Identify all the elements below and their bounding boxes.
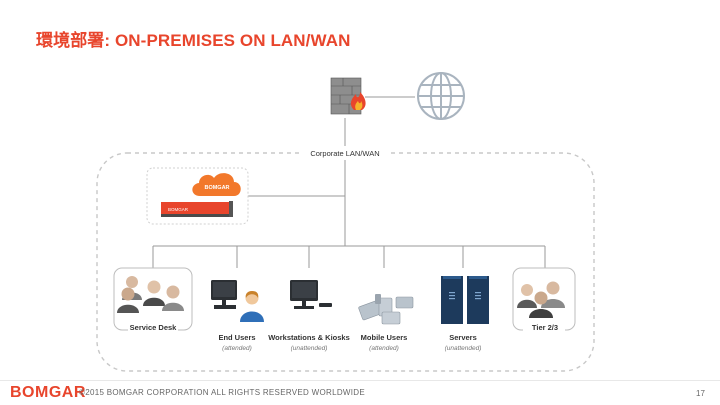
connector-lines	[152, 96, 546, 268]
footer-divider	[0, 380, 720, 381]
node-sublabel-workstations: (unattended)	[291, 345, 328, 352]
end-users-icon	[211, 280, 264, 322]
bomgar-appliance: BOMGAR BOMGAR	[146, 167, 249, 225]
node-label-workstations: Workstations & Kiosks	[268, 333, 350, 342]
network-diagram: Corporate LAN/WAN BOMGAR BOMGAR	[96, 72, 595, 372]
svg-text:BOMGAR: BOMGAR	[204, 185, 229, 191]
firewall-icon	[330, 77, 366, 115]
node-sublabel-mobile-users: (attended)	[369, 345, 399, 352]
node-label-tier-2-3: Tier 2/3	[532, 323, 558, 332]
node-label-service-desk: Service Desk	[130, 323, 178, 332]
node-label-mobile-users: Mobile Users	[361, 333, 408, 342]
svg-text:BOMGAR: BOMGAR	[168, 207, 189, 212]
page-number: 17	[696, 389, 705, 398]
servers-icon	[441, 276, 489, 324]
workstation-icon	[290, 280, 332, 309]
footer-logo: BOMGAR	[10, 384, 86, 401]
page-title: 環境部署: ON-PREMISES ON LAN/WAN	[36, 31, 351, 50]
cloud-icon: BOMGAR	[192, 173, 241, 196]
node-sublabel-servers: (unattended)	[445, 345, 482, 352]
network-label: Corporate LAN/WAN	[310, 149, 379, 158]
tier-2-3-icon	[517, 281, 565, 318]
node-label-servers: Servers	[449, 333, 477, 342]
service-desk-icon	[117, 276, 184, 313]
footer-copyright: ©2015 BOMGAR CORPORATION ALL RIGHTS RESE…	[79, 388, 366, 397]
node-frames	[113, 267, 576, 331]
appliance-unit: BOMGAR	[161, 201, 233, 217]
globe-icon	[417, 72, 465, 120]
node-sublabel-end-users: (attended)	[222, 345, 252, 352]
node-label-end-users: End Users	[218, 333, 255, 342]
mobile-devices-icon	[358, 294, 414, 325]
